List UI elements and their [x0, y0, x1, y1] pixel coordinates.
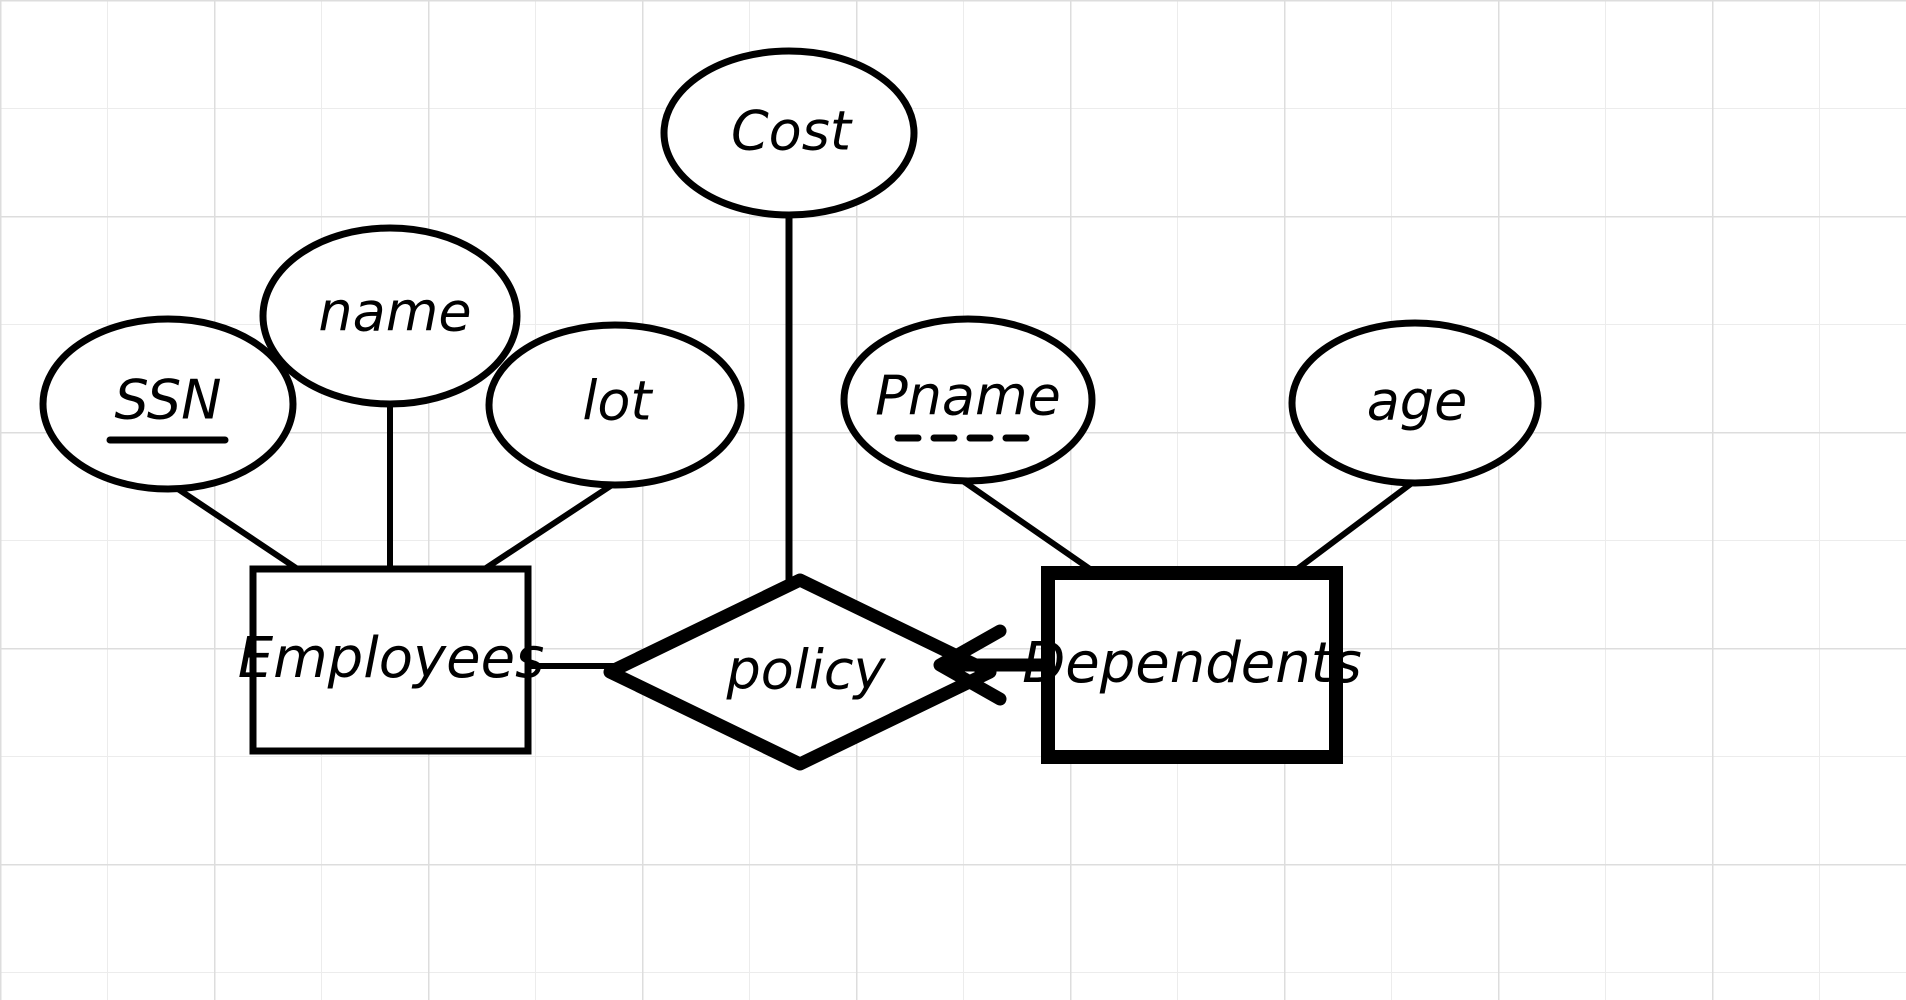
connector-lines	[172, 211, 1415, 669]
connector-ssn-employees	[172, 484, 305, 575]
key-constraint-arrowhead-icon	[933, 624, 1007, 706]
relationship-policy-diamond[interactable]	[603, 573, 997, 771]
attribute-age[interactable]: age	[1288, 319, 1542, 487]
attribute-name-label: name	[318, 281, 471, 344]
attribute-pname-label: Pname	[875, 365, 1061, 428]
attribute-pname[interactable]: Pname	[840, 315, 1096, 485]
attribute-ellipses: SSN name lot Cost Pname	[39, 47, 1542, 493]
attribute-ssn-ellipse[interactable]	[39, 315, 297, 493]
attribute-cost-label: Cost	[731, 100, 853, 163]
entity-employees-label: Employees	[238, 626, 545, 691]
attribute-ssn[interactable]: SSN	[39, 315, 297, 493]
attribute-cost[interactable]: Cost	[660, 47, 918, 219]
attribute-name[interactable]: name	[259, 224, 521, 408]
attribute-ssn-label: SSN	[114, 369, 221, 432]
attribute-age-label: age	[1367, 370, 1468, 433]
relationship-policy-label: policy	[726, 639, 887, 702]
connector-dependents-policy	[933, 624, 1048, 706]
connector-lot-employees	[477, 482, 615, 575]
entity-employees-box[interactable]	[249, 565, 532, 755]
attribute-name-ellipse[interactable]	[259, 224, 521, 408]
entity-dependents-label: Dependents	[1022, 631, 1362, 696]
attribute-age-ellipse[interactable]	[1288, 319, 1542, 487]
entity-employees[interactable]: Employees	[238, 565, 545, 755]
entity-dependents[interactable]: Dependents	[1022, 566, 1362, 764]
attribute-cost-ellipse[interactable]	[660, 47, 918, 219]
connector-pname-dependents	[960, 478, 1103, 579]
attribute-lot-label: lot	[582, 370, 653, 433]
attribute-lot-ellipse[interactable]	[485, 321, 745, 489]
connector-age-dependents	[1285, 480, 1415, 579]
relationship-policy[interactable]: policy	[603, 573, 997, 771]
attribute-lot[interactable]: lot	[485, 321, 745, 489]
